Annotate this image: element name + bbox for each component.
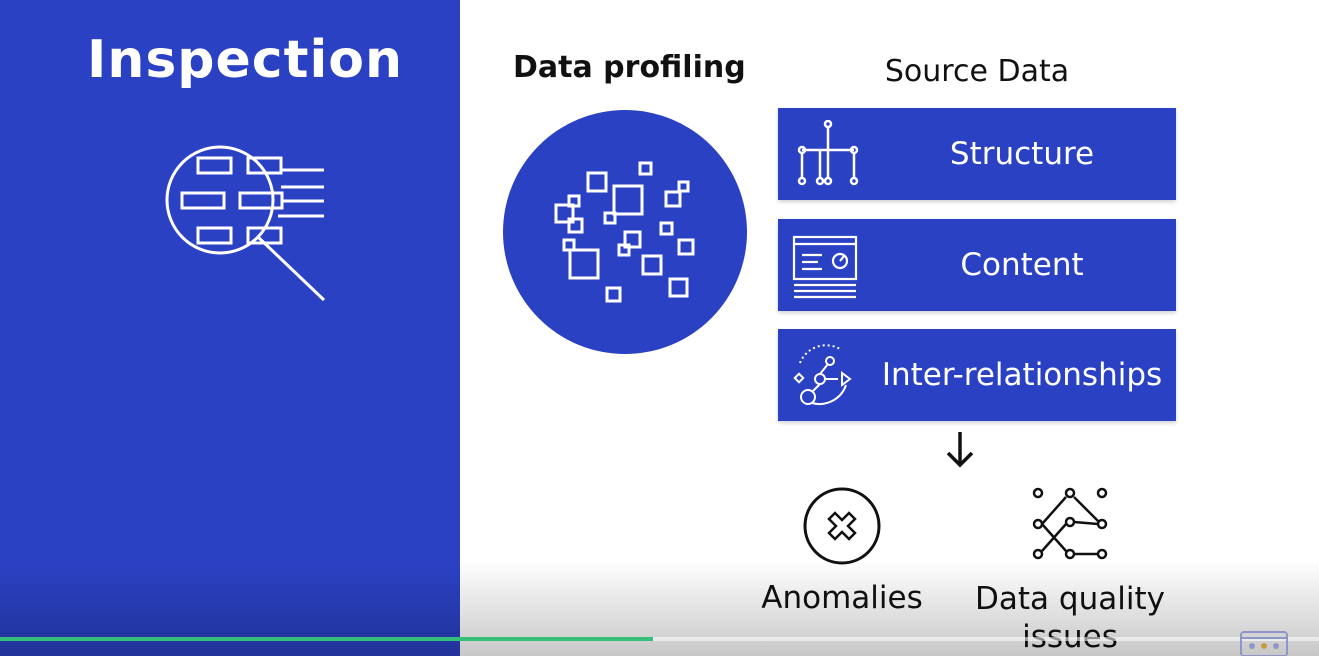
video-progress-bar[interactable]	[0, 637, 1319, 641]
source-item-inter-relationships: Inter-relationships	[778, 329, 1176, 421]
data-quality-issues-line1: Data quality	[975, 581, 1165, 617]
source-data-heading: Source Data	[884, 54, 1070, 89]
anomalies-label: Anomalies	[761, 580, 923, 616]
source-item-content: Content	[778, 219, 1176, 311]
data-quality-issues-label: Data quality issues	[965, 580, 1175, 656]
source-item-structure: Structure	[778, 108, 1176, 200]
relationship-cycle-icon	[793, 344, 852, 406]
document-chart-icon	[792, 235, 858, 299]
left-panel: Inspection	[0, 0, 460, 656]
magnifier-document-icon	[165, 145, 326, 302]
hierarchy-icon	[797, 120, 859, 186]
slide-title: Inspection	[86, 30, 404, 90]
arrow-down-icon	[946, 432, 974, 468]
scattered-squares-icon	[554, 161, 695, 303]
video-progress-fill	[0, 637, 653, 641]
source-item-label: Structure	[949, 136, 1095, 172]
network-nodes-icon	[1032, 487, 1108, 560]
source-item-label: Inter-relationships	[881, 357, 1163, 393]
data-profiling-heading: Data profiling	[513, 50, 746, 85]
channel-watermark-icon[interactable]	[1238, 626, 1290, 656]
source-item-label: Content	[960, 247, 1084, 283]
data-profiling-circle	[503, 110, 747, 354]
error-x-icon	[803, 487, 881, 565]
